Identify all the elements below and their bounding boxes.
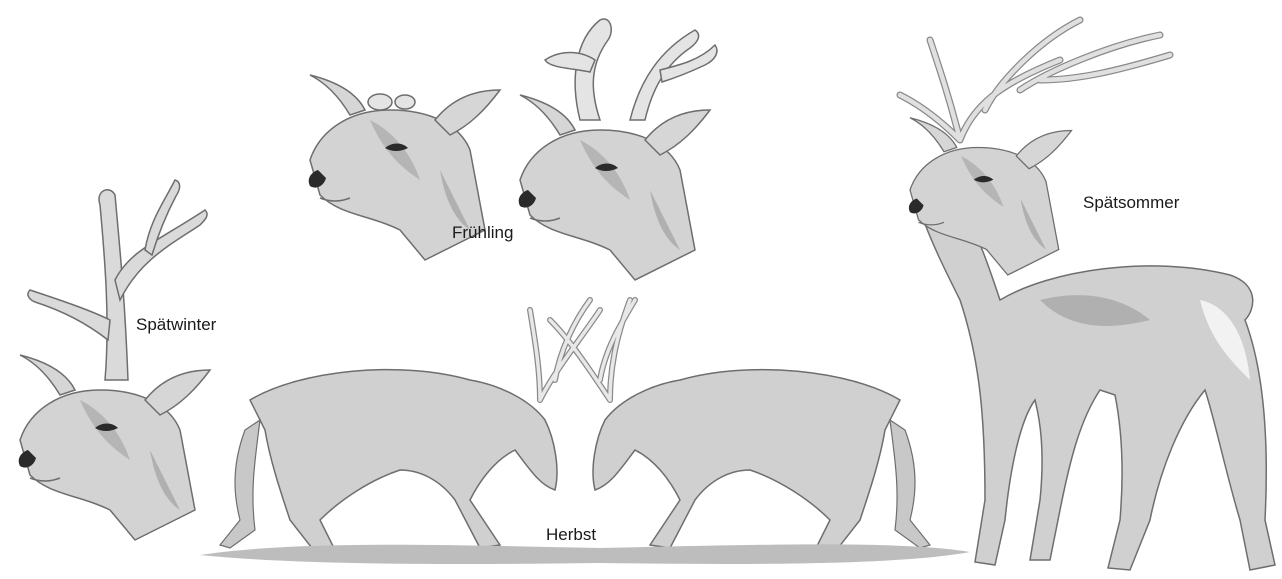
label-autumn: Herbst (546, 525, 596, 544)
late-summer-deer (900, 20, 1275, 570)
label-late-winter: Spätwinter (136, 315, 217, 334)
late-winter-deer (19, 180, 210, 540)
label-spring: Frühling (452, 223, 513, 242)
spring-deer-velvet (519, 19, 717, 280)
label-late-summer: Spätsommer (1083, 193, 1180, 212)
